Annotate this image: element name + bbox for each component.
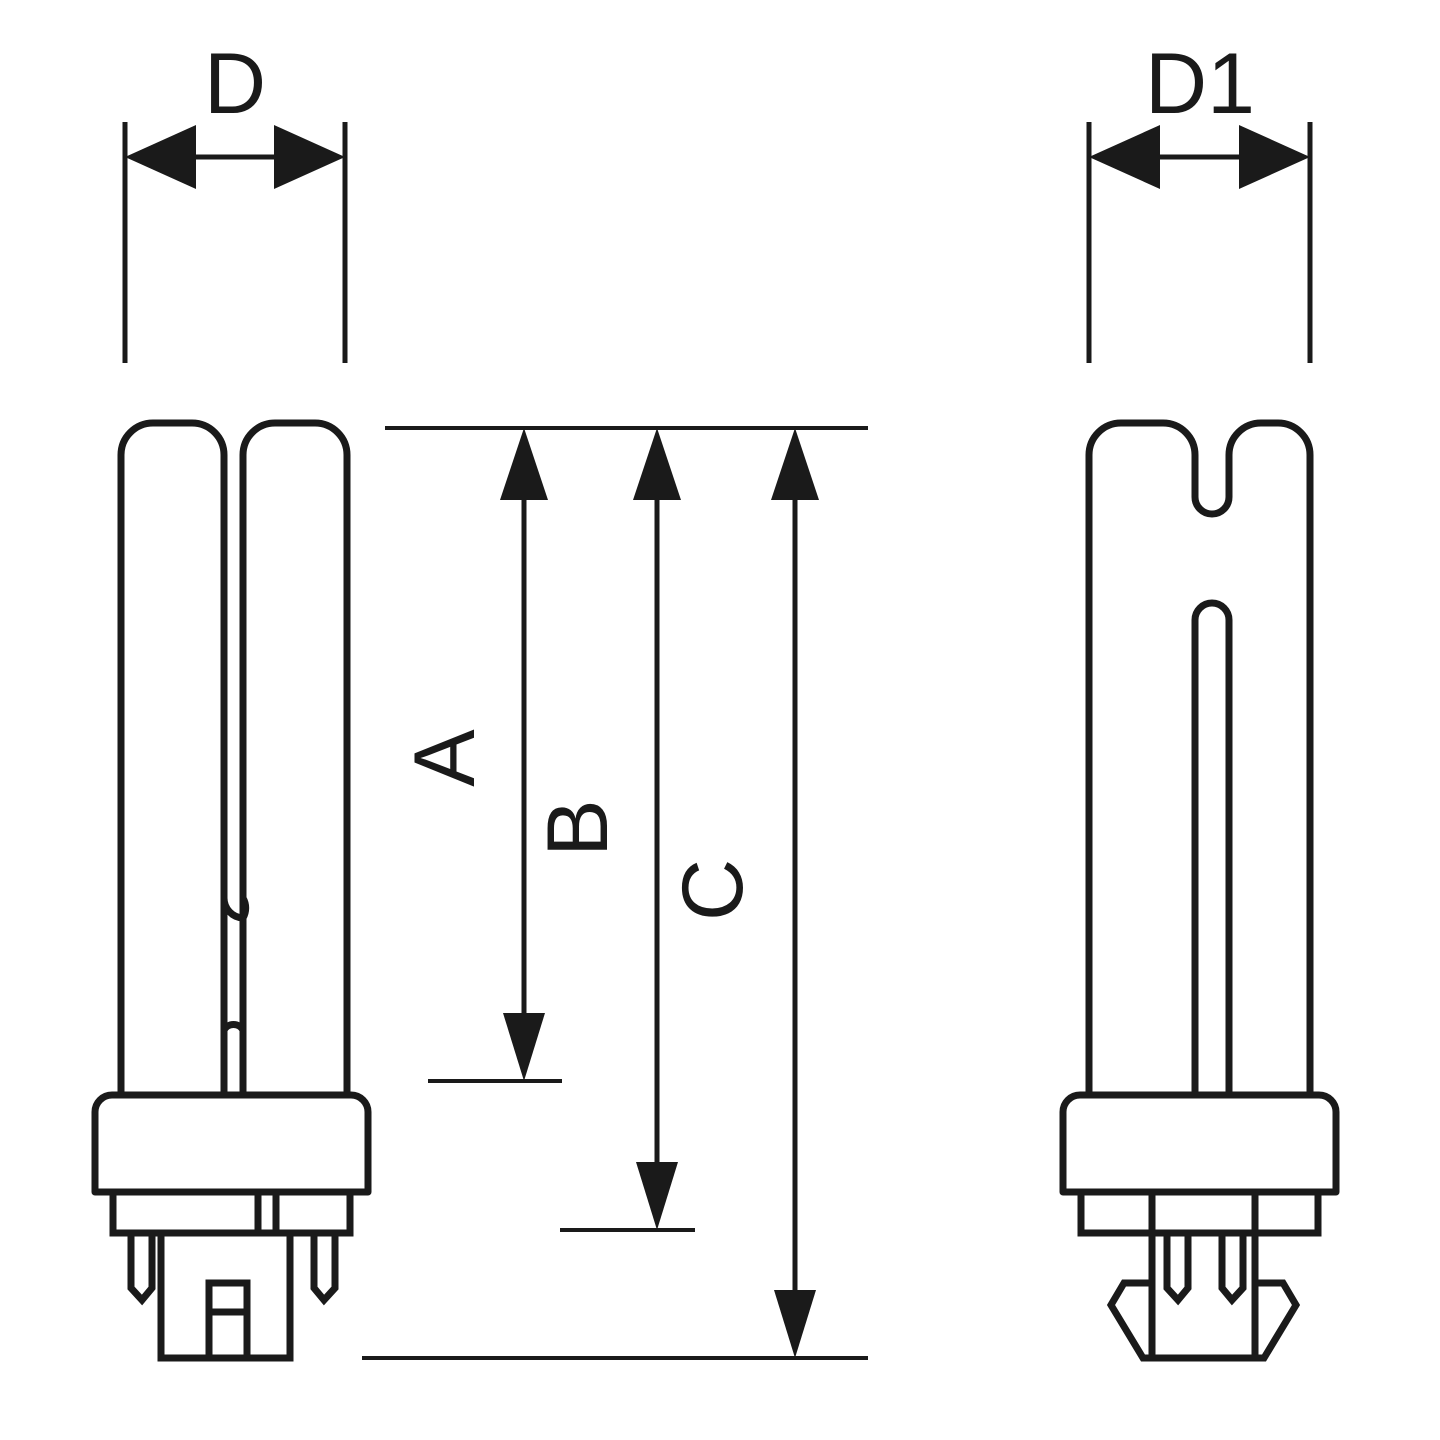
keyway-block: [1148, 1233, 1259, 1362]
dimension-label-c: C: [665, 859, 761, 921]
base-collar: [91, 1091, 372, 1196]
tube-right-outline: [239, 419, 351, 1099]
wing-left: [1106, 1279, 1152, 1362]
tube-body-outline-with-notch: [1085, 419, 1314, 1099]
pin-inner-left: [1163, 1233, 1192, 1306]
c-arrowhead-top: [771, 428, 819, 500]
c-arrowhead-bottom: [774, 1290, 816, 1358]
dimension-label-a: A: [397, 729, 493, 787]
keyway-inner-slot: [205, 1279, 251, 1362]
pin-left: [127, 1233, 156, 1306]
base-collar: [1059, 1091, 1340, 1196]
base-body: [1077, 1192, 1322, 1237]
dimension-label-d1: D1: [1145, 36, 1255, 132]
inner-slot: [1191, 599, 1233, 1099]
tube-left-outline: [117, 419, 228, 1099]
dimension-d1-group: D1: [1086, 36, 1313, 363]
dimension-b-group: B: [530, 428, 681, 1230]
dimension-a-group: A: [397, 428, 548, 1081]
base-body: [109, 1192, 354, 1237]
dimension-d-group: D: [122, 36, 348, 363]
left-lamp-front-view: [91, 419, 372, 1362]
tube-inner-slot-bottom: [220, 836, 250, 922]
b-arrowhead-bottom: [636, 1162, 678, 1230]
a-arrowhead-top: [500, 428, 548, 500]
b-arrowhead-top: [633, 428, 681, 500]
pin-inner-right: [1218, 1233, 1247, 1306]
wing-right: [1255, 1279, 1301, 1362]
a-arrowhead-bottom: [503, 1013, 545, 1081]
dimension-c-group: C: [665, 428, 819, 1358]
dimension-label-d: D: [204, 36, 266, 132]
right-lamp-side-view: [1059, 419, 1340, 1362]
d1-arrowhead-right: [1239, 125, 1310, 189]
dimension-label-b: B: [530, 799, 626, 856]
d-arrowhead-left: [125, 125, 196, 189]
tube-lower-slot: [220, 1021, 247, 1099]
pin-right: [310, 1233, 339, 1306]
d-arrowhead-right: [274, 125, 345, 189]
center-dimension-stack: A B C: [362, 426, 868, 1360]
d1-arrowhead-left: [1089, 125, 1160, 189]
